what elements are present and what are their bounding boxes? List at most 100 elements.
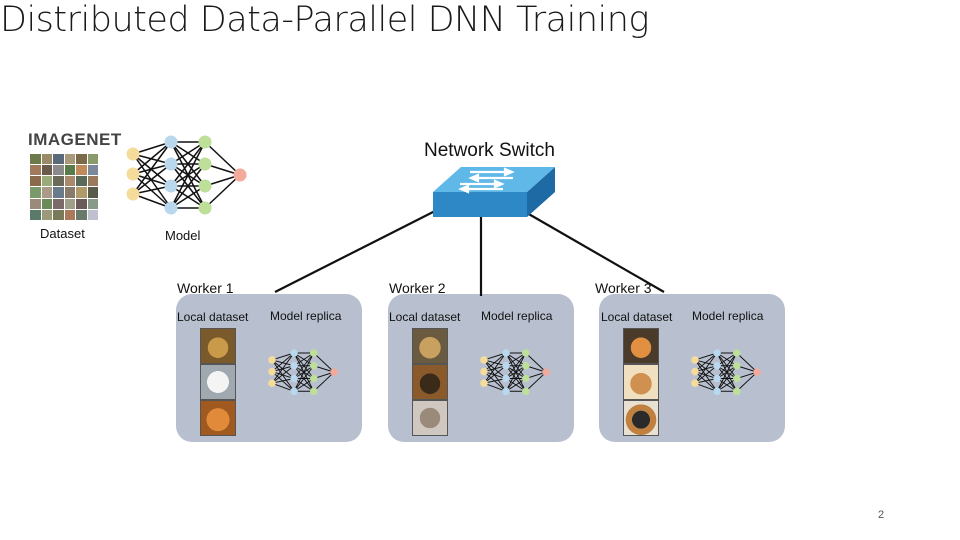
worker-3-model-replica-network-edge xyxy=(716,365,738,392)
worker-3-model-replica-network-edge xyxy=(694,352,718,384)
worker-3-model-replica-network-node-layer-4 xyxy=(753,368,761,376)
slide-title: Distributed Data-Parallel DNN Training xyxy=(0,0,649,40)
worker-3-model-replica-network-node-layer-3 xyxy=(732,361,741,370)
worker-3-model-replica-network-edge xyxy=(694,352,718,372)
model-network-edge xyxy=(132,153,172,165)
model-network-edge xyxy=(170,141,206,165)
switch-arrowhead-3 xyxy=(493,179,505,189)
worker-1-model-replica-network-node-layer-4 xyxy=(330,368,338,376)
model-network-node-layer-4 xyxy=(233,168,247,182)
worker-3-model-replica-network-edge xyxy=(694,371,718,392)
model-network-edge xyxy=(132,163,172,195)
model-network-edge xyxy=(170,163,206,209)
model-network-edge xyxy=(204,141,241,176)
model-network-edge xyxy=(170,141,206,187)
worker-3-model-replica-network-node-layer-3 xyxy=(732,349,741,357)
model-network-edge xyxy=(204,174,241,209)
switch-arrowhead-2 xyxy=(468,173,480,183)
worker-1-model-replica-network xyxy=(268,349,338,396)
worker-1-model-replica-network-node-layer-2 xyxy=(290,361,298,370)
model-network-node-layer-3 xyxy=(198,135,212,149)
worker-3-model-replica-network-node-layer-3 xyxy=(732,374,741,383)
worker-1-image-orange-cat xyxy=(200,400,236,436)
worker-1-local-dataset-label: Local dataset xyxy=(177,310,249,324)
worker-1-model-replica-network-edge xyxy=(271,365,295,384)
page-number: 2 xyxy=(878,509,885,521)
model-network-edge xyxy=(132,141,172,175)
model-network-node-layer-3 xyxy=(198,201,212,215)
worker-3-model-replica-network-edge xyxy=(736,371,758,392)
worker-2-model-replica-network-node-layer-2 xyxy=(502,387,510,396)
worker-2-model-replica-network-edge xyxy=(483,359,507,379)
worker-1-model-replica-network-node-layer-2 xyxy=(290,374,298,383)
worker-1-model-replica-network-edge xyxy=(271,359,295,379)
worker-3-model-replica-network-node-layer-2 xyxy=(713,349,721,357)
worker-2-model-replica-network-edge xyxy=(483,352,507,384)
worker-2-model-replica-network-node-layer-1 xyxy=(480,356,488,364)
worker-3-model-replica-network-edge xyxy=(716,352,738,392)
worker-2-model-replica-network-node-layer-3 xyxy=(521,361,530,370)
worker-2-model-replica-network-edge xyxy=(483,359,507,392)
model-network-edge xyxy=(132,153,172,209)
imagenet-logo: IMAGENET xyxy=(28,130,122,150)
worker-1-model-replica-network-node-layer-3 xyxy=(309,349,318,357)
worker-3-model-replica-network-node-layer-2 xyxy=(713,374,721,383)
worker-1-model-replica-network-edge xyxy=(293,352,315,379)
worker-3-model-replica-network-edge xyxy=(694,365,718,384)
worker-2-model-replica-network-edge xyxy=(505,352,527,379)
model-network-node-layer-2 xyxy=(164,135,178,149)
switch-side-face xyxy=(527,167,555,217)
dataset-image-mosaic xyxy=(30,154,98,220)
model-network-edge xyxy=(132,173,172,209)
worker-2-model-replica-network-edge xyxy=(505,365,527,392)
model-network-edge xyxy=(170,185,206,209)
worker-1-model-replica-network-node-layer-3 xyxy=(309,361,318,370)
model-network-node-layer-2 xyxy=(164,201,178,215)
worker-2-local-dataset-label: Local dataset xyxy=(389,310,461,324)
worker-1-model-replica-network-edge xyxy=(271,352,295,361)
worker-3-model-replica-network-edge xyxy=(736,352,758,373)
worker-2-model-replica-network-node-layer-1 xyxy=(480,367,488,376)
worker-2-model-replica-network-edge xyxy=(483,371,507,392)
worker-1-model-replica-network-node-layer-1 xyxy=(268,356,276,364)
worker-2-model-replica-network-edge xyxy=(525,371,547,392)
worker-3-model-replica-network-edge xyxy=(716,378,738,392)
worker-3-model-replica-network-node-layer-1 xyxy=(691,367,699,376)
worker-1-model-replica-network-edge xyxy=(271,352,295,384)
dataset-label: Dataset xyxy=(40,226,85,241)
worker-3-model-replica-network xyxy=(691,349,761,396)
worker-2-model-replica-network-edge xyxy=(505,352,527,367)
worker-2-model-replica-network-edge xyxy=(505,378,527,392)
worker-3-model-replica-network-edge xyxy=(716,352,738,379)
worker-3-model-replica-network-node-layer-3 xyxy=(732,387,741,396)
model-network-node-layer-1 xyxy=(126,167,140,181)
worker-2-image-leopard xyxy=(412,328,448,364)
model-network-edge xyxy=(132,141,172,155)
model-network-node-layer-1 xyxy=(126,187,140,201)
link-switch-worker-3 xyxy=(526,212,665,293)
worker-1-model-replica-network-edge xyxy=(293,365,315,392)
worker-3-image-calico-cat xyxy=(623,400,659,436)
switch-label: Network Switch xyxy=(424,140,555,161)
worker-2-model-replica-network-node-layer-2 xyxy=(502,349,510,357)
worker-3-local-dataset-label: Local dataset xyxy=(601,310,673,324)
switch-arrowhead-1 xyxy=(503,167,515,177)
worker-1-model-replica-network-edge xyxy=(271,352,295,372)
link-switch-worker-1 xyxy=(274,209,438,293)
imagenet-logo-text: IMAGENET xyxy=(28,130,122,149)
worker-3-model-replica-network-edge xyxy=(694,359,718,379)
worker-2-model-replica-network-node-layer-3 xyxy=(521,387,530,396)
model-network-edge xyxy=(132,141,172,195)
worker-2-image-tabby-cat xyxy=(412,400,448,436)
worker-2-model-replica-network-node-layer-2 xyxy=(502,374,510,383)
network-links xyxy=(274,209,665,296)
worker-2-image-black-dog xyxy=(412,364,448,400)
worker-2-model-replica-network-edge xyxy=(483,382,507,392)
worker-2-model-replica-network-node-layer-3 xyxy=(521,374,530,383)
model-network-edge xyxy=(170,141,206,209)
worker-2-model-replica-network-node-layer-3 xyxy=(521,349,530,357)
worker-2-model-replica-network-node-layer-1 xyxy=(480,379,488,387)
worker-2-model-replica-network-edge xyxy=(505,352,527,392)
worker-3-image-tiger xyxy=(623,328,659,364)
